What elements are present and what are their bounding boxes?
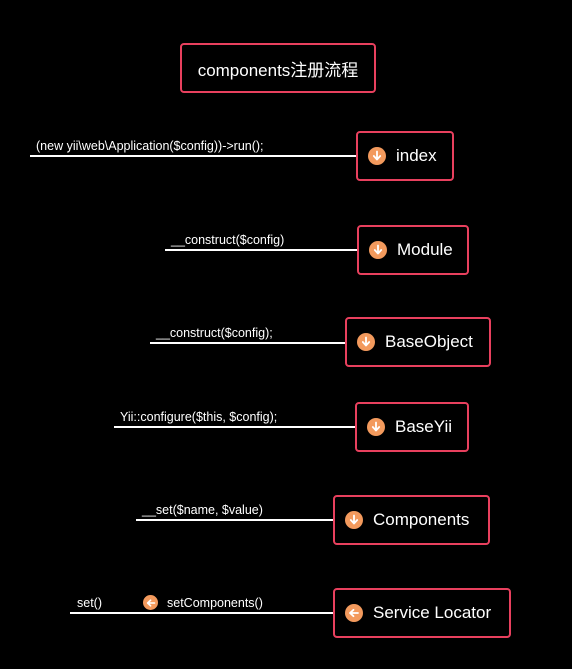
node-base-yii[interactable]: BaseYii <box>355 402 469 452</box>
arrow-down-icon <box>369 241 387 259</box>
edge-label-index: (new yii\web\Application($config))->run(… <box>36 139 264 153</box>
node-label: BaseObject <box>385 332 473 351</box>
edge-label-base-object: __construct($config); <box>156 326 273 340</box>
edge-label-components: __set($name, $value) <box>142 503 263 517</box>
node-label: Components <box>373 510 470 529</box>
edge-label-module: __construct($config) <box>171 233 285 247</box>
title-node[interactable]: components注册流程 <box>180 43 376 93</box>
arrow-down-icon <box>357 333 375 351</box>
edge-line-module <box>165 249 360 251</box>
edge-line-base-object <box>150 342 347 344</box>
node-index[interactable]: index <box>356 131 454 181</box>
title-text: components注册流程 <box>197 60 359 80</box>
arrow-down-icon <box>367 418 385 436</box>
node-base-object[interactable]: BaseObject <box>345 317 491 367</box>
arrow-left-icon <box>345 604 363 622</box>
edge-label-set: set() <box>77 596 102 610</box>
node-module[interactable]: Module <box>357 225 469 275</box>
arrow-down-icon <box>345 511 363 529</box>
arrow-down-icon <box>368 147 386 165</box>
arrow-left-icon <box>143 595 158 610</box>
edge-label-set-components: setComponents() <box>167 596 263 610</box>
node-components[interactable]: Components <box>333 495 490 545</box>
node-label: Module <box>397 240 453 259</box>
edge-line-index <box>30 155 359 157</box>
edge-line-service-locator <box>70 612 336 614</box>
edge-label-base-yii: Yii::configure($this, $config); <box>120 410 278 424</box>
edge-line-base-yii <box>114 426 357 428</box>
node-label: BaseYii <box>395 417 453 436</box>
node-label: Service Locator <box>373 603 492 622</box>
edge-line-components <box>136 519 335 521</box>
node-service-locator[interactable]: Service Locator <box>333 588 511 638</box>
node-label: index <box>396 146 437 165</box>
